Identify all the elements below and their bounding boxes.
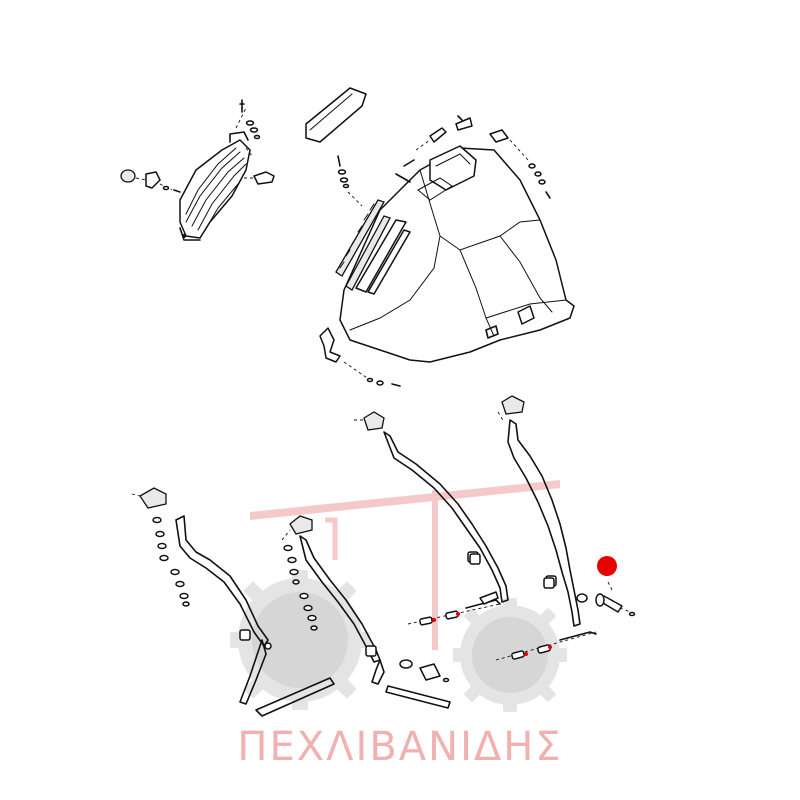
hood-top-fastener-set [395,115,551,199]
left-support-arm-assembly [131,487,335,717]
right-support-arm-assembly [497,395,588,627]
hood-bottom-bracket [319,327,401,387]
center-left-support-arm-assembly [281,515,451,709]
hood-vent-slots [345,215,411,295]
main-hood-fender [339,145,575,363]
hood-side-light-strip [335,199,385,277]
watermark-rear-wheel [230,570,370,710]
grille-side-clip [244,171,275,185]
top-light-bar [305,87,367,143]
watermark-brand-text: ΠΕΧΛΙΒΑΝΙΔΗΣ [237,724,562,770]
lower-cross-rod-set [495,631,597,661]
side-grille-panel [179,107,253,241]
marked-bolt-assembly [595,581,636,617]
watermark-letter-t [250,480,560,650]
hood-left-screw-stack [337,155,363,207]
watermark-tractor-logo: ΠΕΧΛΙΒΑΝΙΔΗΣ [230,480,567,770]
grille-mount-screw-stack [239,99,261,140]
red-dot-marker[interactable] [597,556,617,576]
watermark-front-wheel [453,598,567,712]
upper-cross-rod-set [407,591,501,626]
grille-knob-and-clip [120,169,181,193]
center-right-support-arm-assembly [354,411,509,603]
bushing-set [399,553,555,683]
